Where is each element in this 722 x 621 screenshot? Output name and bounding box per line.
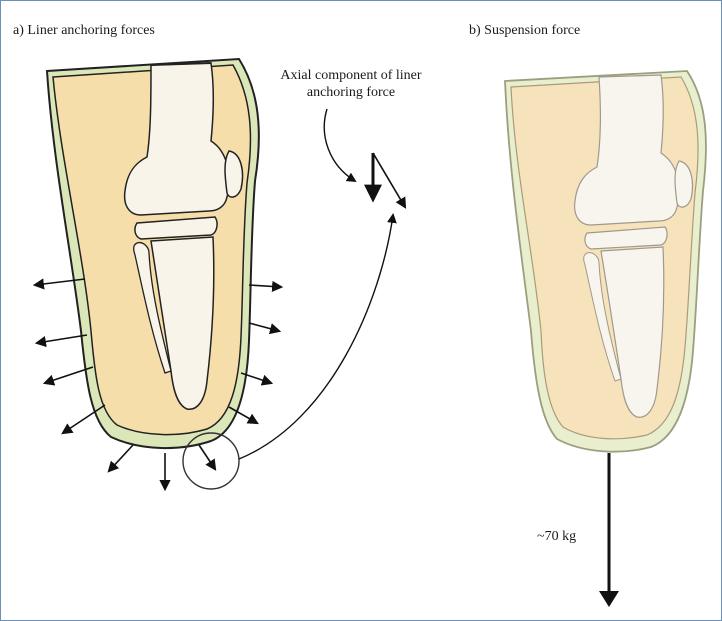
arrow-icon (599, 591, 619, 607)
arrow-icon (249, 323, 279, 331)
arrow-icon (199, 445, 215, 469)
arrow-icon (37, 335, 87, 343)
panel-b-stump (505, 71, 706, 452)
arrow-icon (249, 285, 281, 287)
connector-curve (239, 215, 393, 459)
arrow-icon (109, 445, 133, 471)
label-pointer (324, 109, 355, 181)
axial-component-vector (373, 153, 405, 207)
panel-a-stump (47, 59, 259, 448)
